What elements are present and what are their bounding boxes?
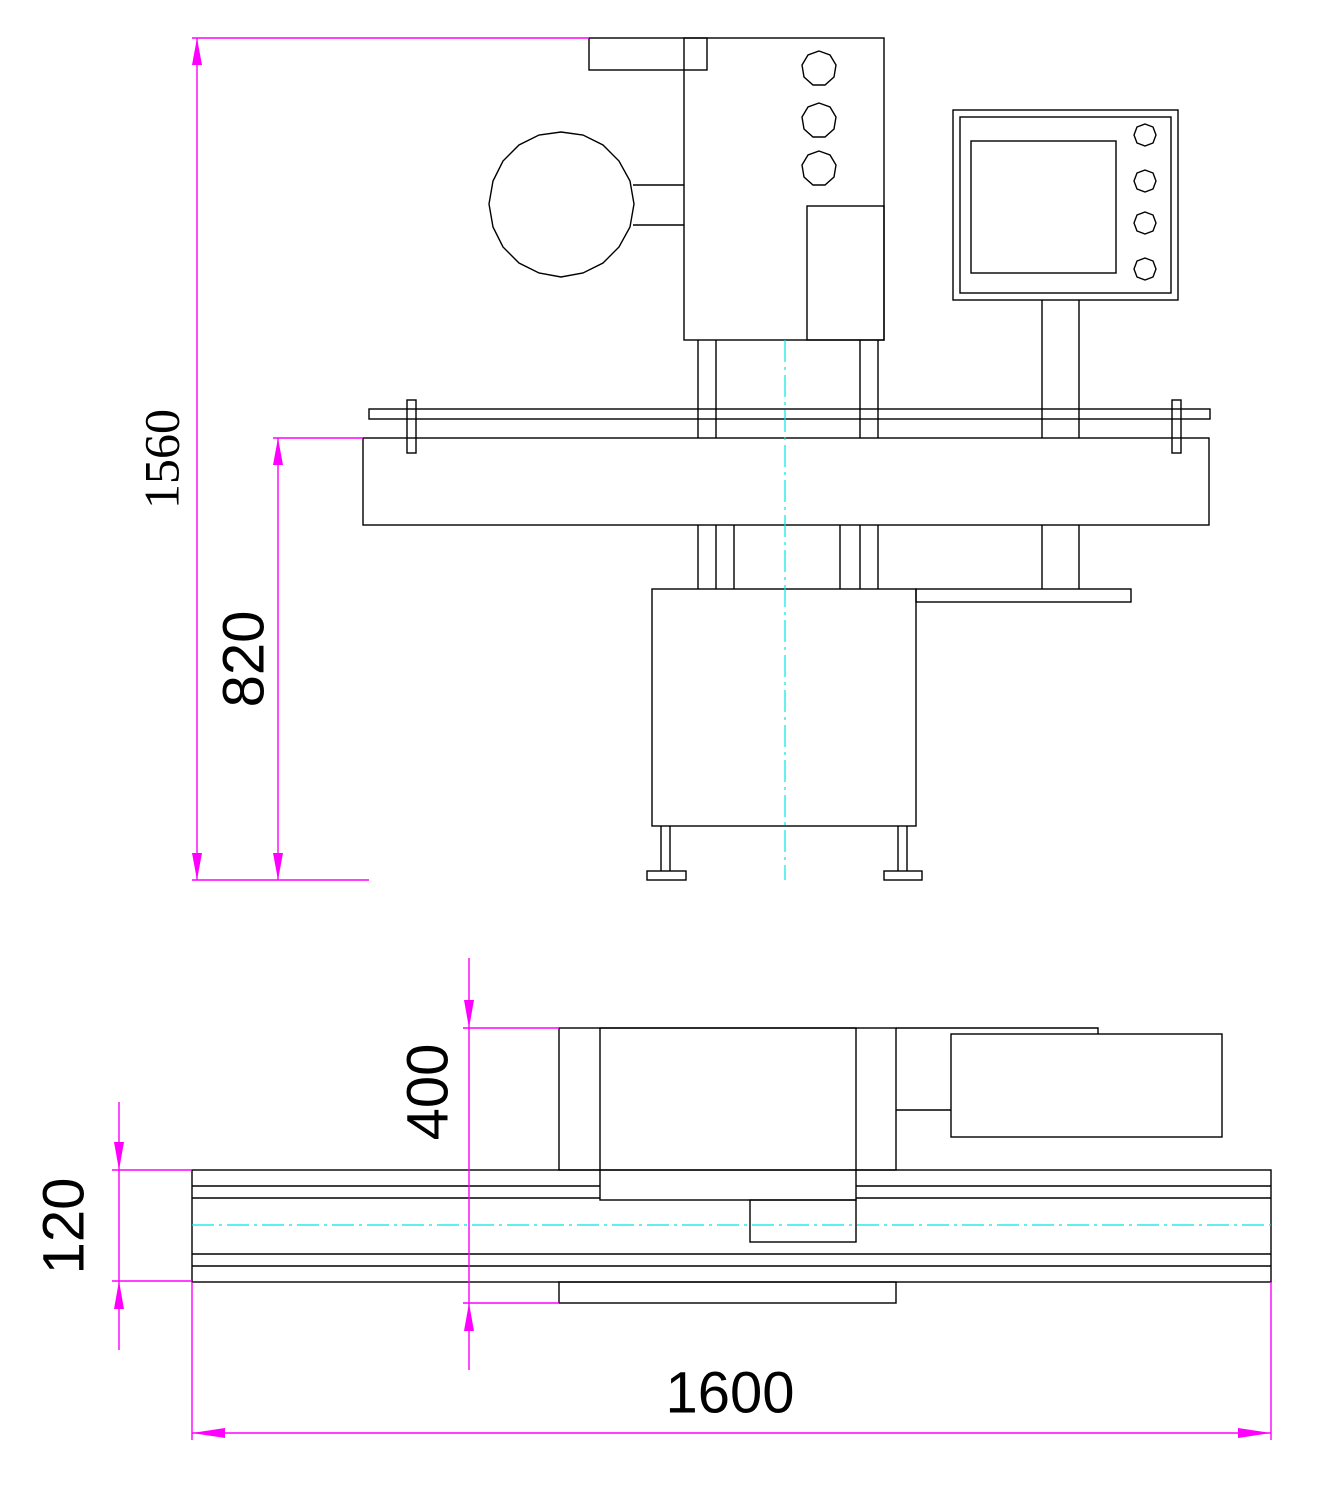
guide-rail xyxy=(368,408,1211,420)
indicator-light-icon xyxy=(801,50,837,86)
labeling-head-column xyxy=(683,37,885,341)
foot-right-stem xyxy=(897,826,908,871)
panel-button-icon xyxy=(1133,123,1157,147)
arrow-icon xyxy=(1238,1428,1271,1438)
base-cabinet xyxy=(651,588,917,827)
label-reel xyxy=(488,131,635,278)
guide-clamp-right xyxy=(1171,399,1182,454)
conveyor-top xyxy=(191,1169,1272,1283)
indicator-light-icon xyxy=(801,150,837,186)
head-support-posts xyxy=(697,340,879,438)
control-panel-top xyxy=(950,1033,1223,1138)
arrow-icon xyxy=(273,853,283,880)
front-dimensions: 1560 820 xyxy=(133,37,589,881)
guide-clamp-left xyxy=(406,399,417,454)
dimension-label-width: 120 xyxy=(31,1178,96,1275)
panel-post xyxy=(1041,300,1080,589)
arrow-icon xyxy=(114,1281,124,1309)
top-cap-plate xyxy=(588,37,708,71)
dimension-label-length: 1600 xyxy=(665,1360,794,1425)
arrow-icon xyxy=(464,1303,474,1331)
reel-arm xyxy=(633,184,684,226)
touch-screen xyxy=(970,140,1117,274)
panel-button-icon xyxy=(1133,169,1157,193)
labeling-head-top xyxy=(599,1027,857,1201)
arrow-icon xyxy=(464,1000,474,1028)
arrow-icon xyxy=(192,38,202,65)
head-side-panel xyxy=(806,205,885,341)
arrow-icon xyxy=(192,853,202,880)
arrow-icon xyxy=(192,1428,225,1438)
panel-button-icon xyxy=(1133,211,1157,235)
foot-left-pad xyxy=(646,870,687,881)
conveyor-supports xyxy=(697,525,879,589)
main-frame xyxy=(558,1027,897,1171)
top-dimensions: 400 120 1600 xyxy=(31,958,1272,1440)
frame-extension xyxy=(896,1027,1099,1034)
control-panel-bezel xyxy=(959,116,1172,294)
conveyor-rails xyxy=(192,1185,1271,1267)
indicator-light-icon xyxy=(801,102,837,138)
control-panel-housing xyxy=(952,109,1179,301)
arrow-icon xyxy=(114,1142,124,1170)
panel-button-icon xyxy=(1133,257,1157,281)
conveyor-body xyxy=(362,437,1210,526)
foot-left-stem xyxy=(660,826,671,871)
dimension-label-depth: 400 xyxy=(395,1044,460,1141)
top-view xyxy=(191,1027,1272,1304)
front-view xyxy=(362,37,1211,881)
applicator xyxy=(749,1199,857,1243)
foot-right-pad xyxy=(883,870,923,881)
arrow-icon xyxy=(273,438,283,465)
side-shelf xyxy=(915,588,1132,603)
dimension-label-conveyor-height: 820 xyxy=(211,611,276,708)
dimension-label-height: 1560 xyxy=(133,409,189,509)
cabinet-lower-edge xyxy=(558,1281,897,1304)
